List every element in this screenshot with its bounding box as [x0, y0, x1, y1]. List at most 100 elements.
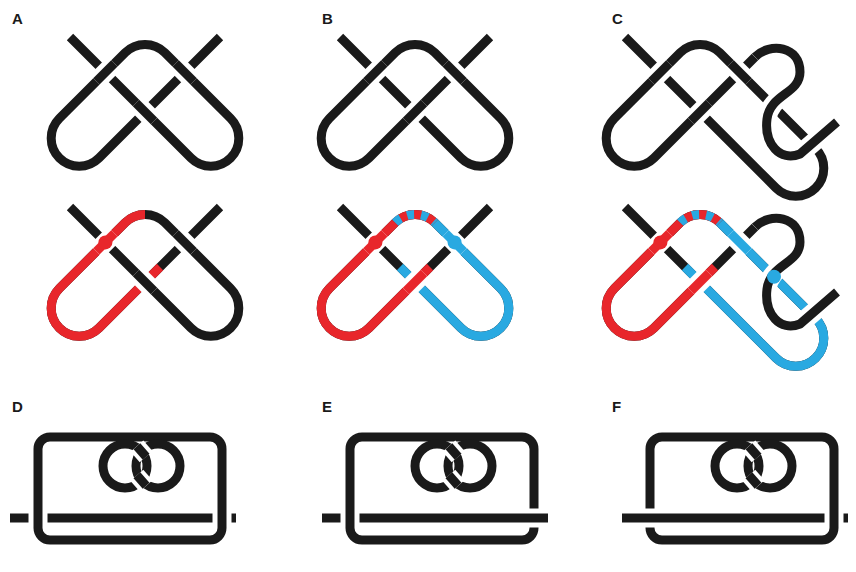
crossing-over: [366, 233, 384, 251]
crossing-gap: [406, 103, 424, 121]
knot-a-coloured: [51, 207, 239, 336]
crossing-dot: [368, 235, 382, 249]
crossing-dot: [653, 235, 667, 249]
panel-letter: D: [12, 398, 23, 416]
knot-a: [51, 37, 239, 166]
crossing-gap: [136, 103, 154, 121]
knot-b: [321, 37, 509, 166]
red-strand: [680, 214, 720, 222]
knot-b-coloured: [321, 207, 509, 336]
crossing-dot: [767, 270, 781, 284]
crossing-over: [651, 233, 669, 251]
crossing-gap: [213, 509, 232, 527]
knot-strand: [38, 437, 222, 540]
crossing-gap: [641, 509, 659, 528]
crossing-over: [525, 514, 543, 523]
knot-strand: [650, 437, 834, 540]
crossing-over: [96, 233, 114, 251]
crossing-over: [691, 273, 709, 291]
crossing-over: [406, 103, 424, 121]
panel-letter: A: [12, 10, 23, 28]
crossing-over: [449, 475, 458, 486]
knot-curl: [755, 218, 837, 326]
crossing-gap: [137, 446, 146, 457]
crossing-gap: [731, 233, 749, 251]
red-strand: [606, 223, 715, 337]
red-strand: [51, 214, 160, 336]
knot-curl: [755, 48, 837, 156]
knot-strand: [321, 37, 509, 166]
crossing-over: [96, 63, 114, 81]
crossing-gap: [96, 63, 114, 81]
crossing-gap: [366, 63, 384, 81]
crossing-gap: [176, 63, 194, 81]
knot-strand: [622, 514, 848, 523]
crossing-over: [136, 273, 154, 291]
crossing-gap: [137, 475, 146, 486]
crossing-over: [406, 273, 424, 291]
crossing-over: [731, 233, 749, 251]
crossing-gap: [449, 475, 458, 486]
crossing-over: [176, 233, 194, 251]
panel-letter: C: [612, 10, 623, 28]
knot-strand: [321, 207, 509, 336]
crossing-gap: [406, 273, 424, 291]
panel-letter: E: [322, 398, 332, 416]
crossing-gap: [691, 273, 709, 291]
crossing-gap: [446, 63, 464, 81]
crossing-gap: [366, 233, 384, 251]
crossing-gap: [446, 233, 464, 251]
crossing-gap: [96, 233, 114, 251]
crossing-gap: [136, 273, 154, 291]
crossing-gap: [341, 509, 360, 527]
crossing-gap: [651, 63, 669, 81]
red-strand: [395, 214, 435, 222]
crossing-over: [749, 475, 758, 486]
crossing-gap: [525, 509, 543, 528]
panel-letter: F: [612, 398, 621, 416]
crossing-over: [34, 509, 43, 527]
knot-strand: [51, 207, 239, 336]
knot-f: [622, 437, 848, 540]
crossing-over: [830, 509, 839, 527]
crossing-gap: [651, 233, 669, 251]
crossing-over: [446, 63, 464, 81]
knot-loop: [136, 444, 180, 488]
crossing-over: [366, 63, 384, 81]
crossing-over: [446, 233, 464, 251]
blue-dash: [395, 214, 435, 222]
crossing-over: [137, 446, 146, 457]
crossing-gap: [755, 48, 837, 156]
knot-loop: [748, 444, 792, 488]
blue-dash: [680, 214, 720, 222]
crossing-gap: [749, 475, 758, 486]
panel-letter: B: [322, 10, 333, 28]
crossing-over: [346, 509, 355, 527]
crossing-over: [691, 103, 709, 121]
crossing-over: [731, 63, 749, 81]
crossing-gap: [29, 509, 48, 527]
blue-strand: [400, 223, 509, 337]
crossing-dot: [98, 235, 112, 249]
red-strand: [321, 223, 430, 337]
crossing-over: [651, 63, 669, 81]
crossing-gap: [755, 218, 837, 326]
knot-c-coloured: [606, 207, 837, 366]
crossing-gap: [749, 446, 758, 457]
crossing-over: [749, 446, 758, 457]
crossing-gap: [731, 63, 749, 81]
crossing-gap: [176, 233, 194, 251]
crossing-dot: [448, 235, 462, 249]
crossing-gap: [691, 103, 709, 121]
knot-e: [322, 437, 548, 540]
crossing-over: [641, 514, 659, 523]
crossing-over: [449, 446, 458, 457]
crossing-over: [136, 103, 154, 121]
knot-strand: [51, 37, 239, 166]
knot-d: [10, 437, 236, 540]
crossing-over: [218, 509, 227, 527]
crossing-over: [137, 475, 146, 486]
crossing-gap: [449, 446, 458, 457]
